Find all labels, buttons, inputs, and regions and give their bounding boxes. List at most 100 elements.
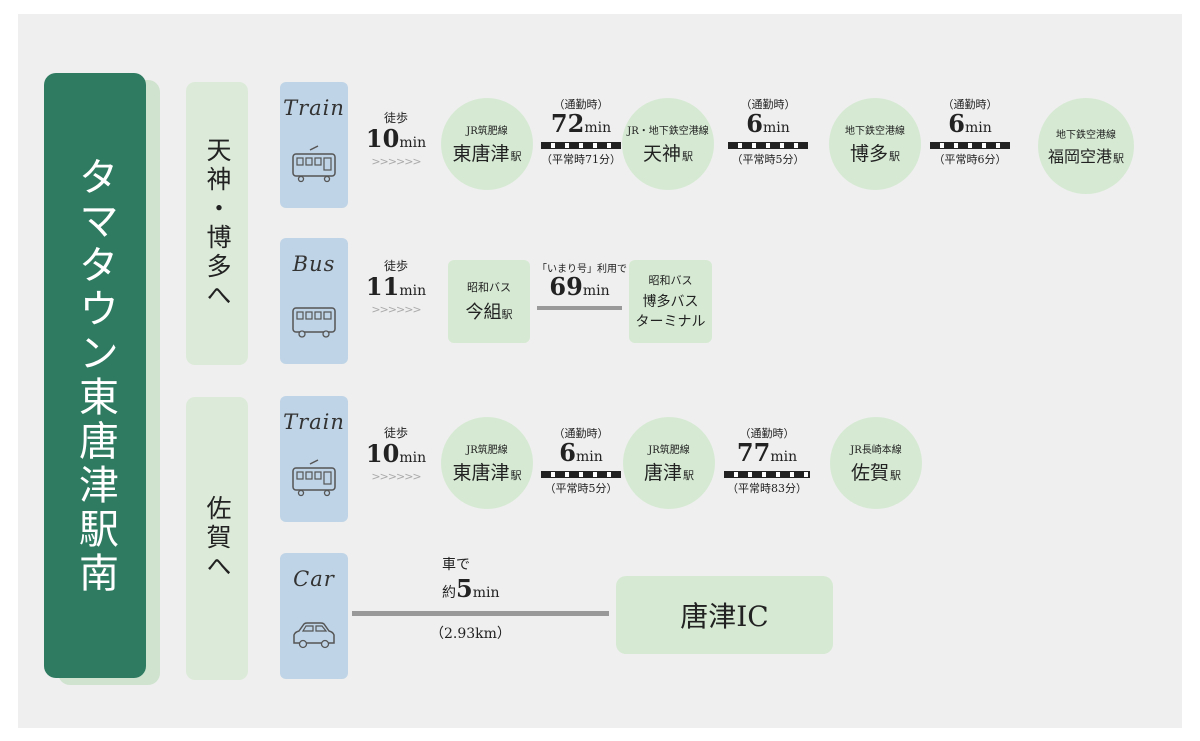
car-distance: （2.93km） xyxy=(430,626,511,642)
segment-unit: min xyxy=(762,120,790,136)
segment-peak-label: （通勤時） xyxy=(740,98,796,111)
rail-line xyxy=(541,471,621,478)
car-time: 約5min xyxy=(442,574,499,603)
station-suffix: 駅 xyxy=(683,469,694,482)
bus-terminal-name-2: ターミナル xyxy=(635,314,706,330)
mode-card-train-1: Train xyxy=(280,82,348,208)
segment-normal-label: （平常時6分） xyxy=(933,153,1007,166)
mode-label-train: Train xyxy=(283,410,345,434)
station-suffix: 駅 xyxy=(890,469,901,482)
walk-time-2: 11min xyxy=(361,272,431,301)
mode-label-bus: Bus xyxy=(292,252,336,276)
segment-normal-label: （平常時5分） xyxy=(731,153,805,166)
car-unit: min xyxy=(472,585,500,601)
segment-unit: min xyxy=(584,120,612,136)
station-title: タマタウン東唐津駅南 xyxy=(72,155,118,596)
station-line: JR筑肥線 xyxy=(648,445,690,456)
walk-unit-3: min xyxy=(399,450,427,466)
ride-segment-5: （通勤時） 77min （平常時83分） xyxy=(724,425,810,496)
segment-normal-label: （平常時71分） xyxy=(541,153,621,166)
segment-peak-label: （通勤時） xyxy=(942,98,998,111)
rail-line xyxy=(541,142,621,149)
road-line xyxy=(537,306,622,310)
station-line: 地下鉄空港線 xyxy=(1056,129,1116,141)
segment-unit: min xyxy=(575,449,603,465)
station-suffix: 駅 xyxy=(510,150,522,163)
bus-line: 昭和バス xyxy=(648,274,693,287)
bus-segment-unit: min xyxy=(582,283,610,299)
station-fukuoka-airport: 地下鉄空港線 福岡空港駅 xyxy=(1038,98,1134,194)
mode-label-car: Car xyxy=(293,567,335,591)
segment-peak-label: （通勤時） xyxy=(553,98,609,111)
walk-unit-1: min xyxy=(399,135,427,151)
station-higashikaratsu-1: JR筑肥線 東唐津駅 xyxy=(441,98,533,190)
station-suffix: 駅 xyxy=(510,469,522,482)
segment-unit: min xyxy=(964,120,992,136)
station-hakata: 地下鉄空港線 博多駅 xyxy=(829,98,921,190)
station-suffix: 駅 xyxy=(682,150,693,163)
chevron-arrows-icon: >>>>>> xyxy=(371,470,421,483)
station-name: 福岡空港 xyxy=(1047,146,1112,166)
walk-label-3: 徒歩 xyxy=(383,426,408,440)
car-prefix: 車で xyxy=(442,557,470,574)
train-icon xyxy=(292,145,336,183)
station-karatsu: JR筑肥線 唐津駅 xyxy=(623,417,715,509)
segment-minutes: 77 xyxy=(736,438,771,467)
ride-segment-3: （通勤時） 6min （平常時6分） xyxy=(930,96,1010,167)
station-name: 東唐津 xyxy=(452,462,510,484)
segment-peak-label: （通勤時） xyxy=(739,427,795,440)
bus-terminal-name-1: 博多バス xyxy=(642,294,699,310)
station-line: JR筑肥線 xyxy=(466,126,508,137)
bus-segment: 「いまり号」利用で 69min xyxy=(537,260,627,313)
segment-minutes: 72 xyxy=(550,109,585,138)
station-name: 東唐津 xyxy=(452,143,510,165)
bus-segment-note: 「いまり号」利用で xyxy=(537,264,627,275)
station-higashikaratsu-2: JR筑肥線 東唐津駅 xyxy=(441,417,533,509)
mode-card-bus: Bus xyxy=(280,238,348,364)
station-suffix: 駅 xyxy=(889,150,900,163)
mode-card-car: Car xyxy=(280,553,348,679)
car-minutes: 5 xyxy=(456,574,473,603)
station-line: JR筑肥線 xyxy=(466,445,508,456)
group-tenjin-hakata: 天神・博多へ xyxy=(186,82,248,365)
car-prefix-2: 約 xyxy=(442,585,456,601)
chevron-arrows-icon: >>>>>> xyxy=(371,303,421,316)
station-line: JR長崎本線 xyxy=(850,445,902,456)
bus-line: 昭和バス xyxy=(467,281,511,294)
rail-line xyxy=(724,471,810,478)
station-name: 唐津 xyxy=(643,462,682,484)
bus-icon xyxy=(292,307,336,338)
station-line: JR・地下鉄空港線 xyxy=(627,126,709,137)
station-line: 地下鉄空港線 xyxy=(845,126,905,137)
walk-time-1: 10min xyxy=(361,124,431,153)
mode-label-train: Train xyxy=(283,96,345,120)
bus-segment-minutes: 69 xyxy=(549,272,583,301)
road-line xyxy=(352,611,609,616)
group-tenjin-hakata-label: 天神・博多へ xyxy=(203,136,232,311)
train-icon xyxy=(292,459,336,497)
segment-normal-label: （平常時5分） xyxy=(544,482,618,495)
group-saga: 佐賀へ xyxy=(186,397,248,680)
station-saga: JR長崎本線 佐賀駅 xyxy=(830,417,922,509)
bus-stop-imagumi: 昭和バス 今組駅 xyxy=(448,260,530,343)
walk-minutes-2: 11 xyxy=(365,272,400,301)
bus-terminal-hakata: 昭和バス 博多バス ターミナル xyxy=(629,260,712,343)
car-icon xyxy=(293,622,335,649)
mode-card-train-2: Train xyxy=(280,396,348,522)
segment-peak-label: （通勤時） xyxy=(553,427,609,440)
ride-segment-2: （通勤時） 6min （平常時5分） xyxy=(728,96,808,167)
walk-label-1: 徒歩 xyxy=(383,111,408,125)
car-prefix-1: 車で xyxy=(442,557,470,573)
destination-karatsu-ic: 唐津IC xyxy=(616,576,833,654)
segment-minutes: 6 xyxy=(559,438,576,467)
segment-unit: min xyxy=(770,449,798,465)
ride-segment-1: （通勤時） 72min （平常時71分） xyxy=(541,96,621,167)
segment-minutes: 6 xyxy=(948,109,965,138)
walk-label-2: 徒歩 xyxy=(383,259,408,273)
rail-line xyxy=(930,142,1010,149)
station-tenjin: JR・地下鉄空港線 天神駅 xyxy=(622,98,714,190)
station-title-block: タマタウン東唐津駅南 xyxy=(44,73,146,678)
segment-minutes: 6 xyxy=(746,109,763,138)
destination-name: 唐津IC xyxy=(680,600,769,633)
station-suffix: 駅 xyxy=(1113,151,1124,165)
